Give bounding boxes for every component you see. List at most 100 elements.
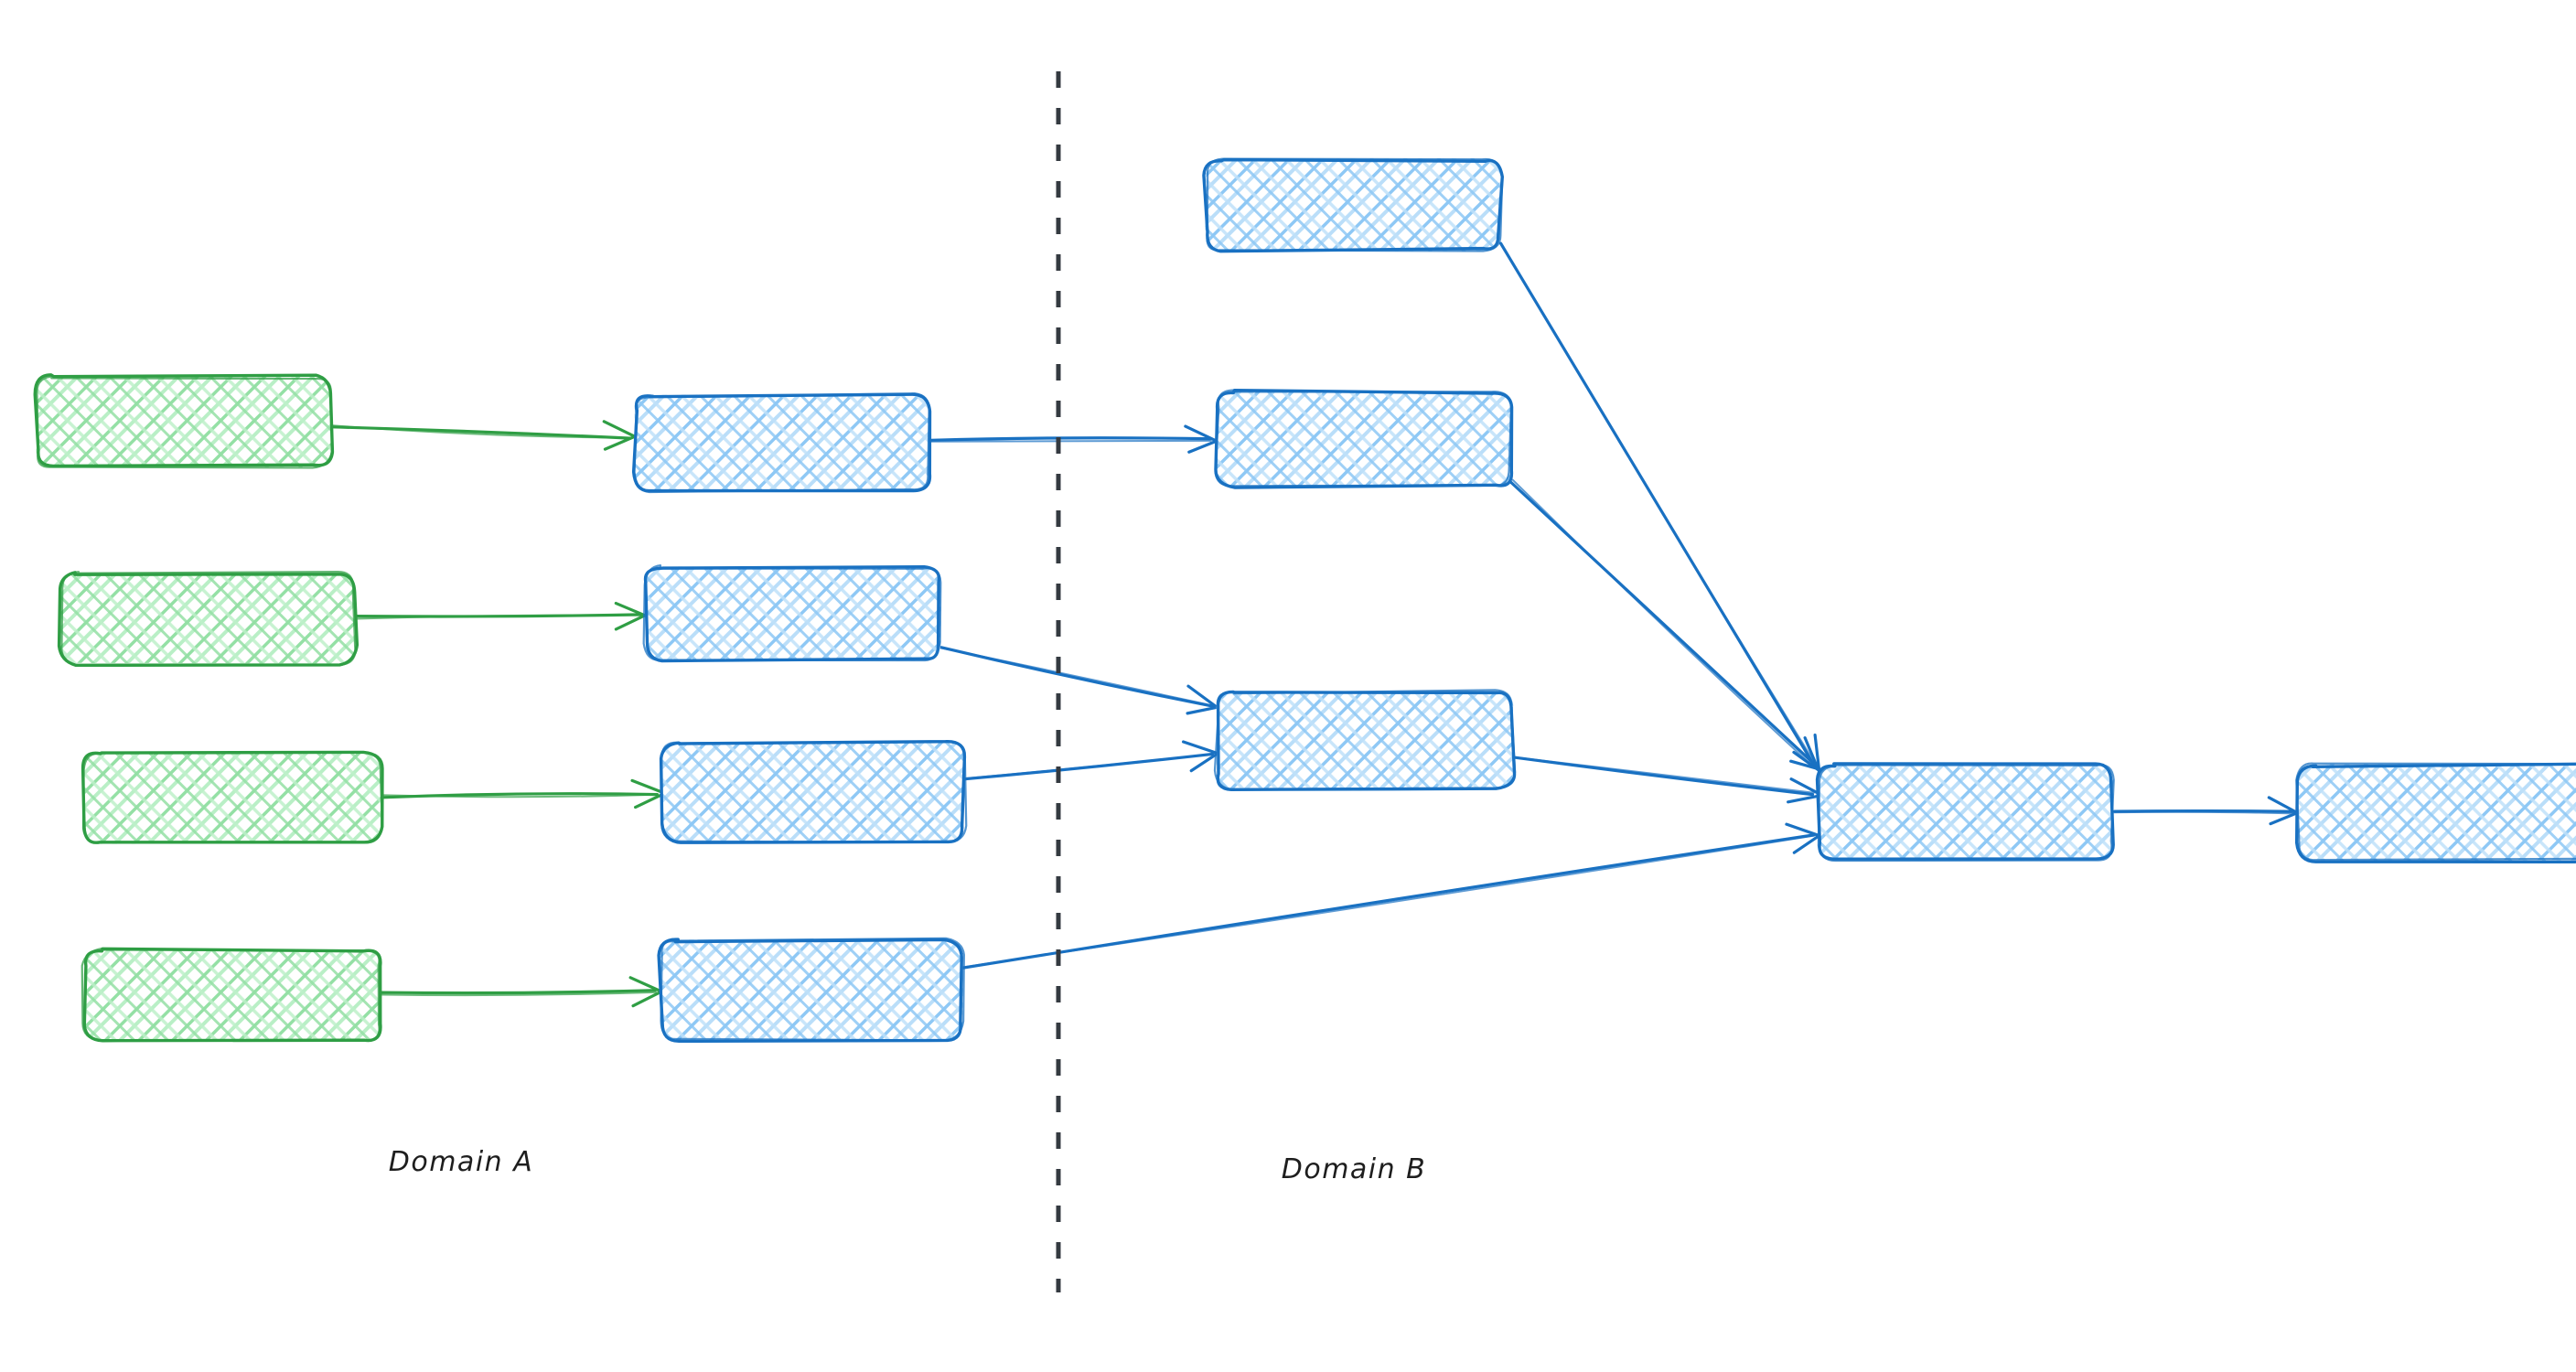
domain-labels-layer: Domain A Domain B <box>389 1146 1427 1185</box>
node-fill-hatch-b <box>36 376 332 467</box>
edge-shaft <box>1500 243 1817 766</box>
node-b-node-3[interactable] <box>1213 689 1517 791</box>
edge-e1 <box>330 420 638 451</box>
node-outline <box>660 937 965 1042</box>
node-b-node-1[interactable] <box>1202 157 1504 253</box>
node-fill-hatch-b <box>1216 691 1514 788</box>
edge-arrowhead <box>1186 684 1219 710</box>
edge-shaft <box>1508 479 1818 767</box>
edge-shaft <box>1511 756 1815 794</box>
node-outline <box>1214 389 1513 488</box>
node-outline <box>1817 764 2115 863</box>
node-outline <box>660 741 968 843</box>
node-fill-hatch-b <box>2297 764 2576 861</box>
edge-shaft <box>961 753 1212 780</box>
domain-b-label: Domain B <box>1282 1153 1427 1185</box>
edge-arrowhead <box>1785 822 1819 837</box>
node-outline <box>657 938 963 1044</box>
edge-arrowhead <box>1189 751 1220 773</box>
node-fill-hatch-b <box>1217 391 1511 488</box>
edge-arrowhead <box>628 976 661 992</box>
node-outline <box>2294 762 2576 863</box>
edge-arrowhead <box>631 990 662 1008</box>
node-fill-hatch-b <box>660 939 963 1040</box>
edge-arrowhead <box>2269 810 2300 826</box>
node-fill-hatch-b <box>59 573 356 664</box>
edge-arrowhead <box>2267 796 2300 815</box>
node-a-src-4[interactable] <box>80 947 382 1043</box>
edge-shaft <box>928 436 1212 442</box>
edge-e3 <box>378 778 666 809</box>
edge-arrowhead <box>602 420 638 439</box>
edge-arrowhead <box>1789 777 1821 796</box>
edge-shaft <box>2110 810 2294 815</box>
edge-shaft <box>961 834 1816 969</box>
edge-shaft <box>939 647 1213 707</box>
edge-e2 <box>354 601 649 631</box>
edge-shaft <box>928 439 1212 443</box>
node-fill-hatch-b <box>634 394 930 491</box>
edge-shaft <box>380 989 657 995</box>
node-fill-hatch-b <box>1818 764 2114 861</box>
edge-e4 <box>380 976 662 1008</box>
edge-e8 <box>959 822 1820 970</box>
edge-arrowhead <box>1186 705 1218 715</box>
node-outline <box>81 751 384 844</box>
node-outline <box>642 564 942 662</box>
node-a-src-1[interactable] <box>33 373 335 469</box>
node-outline <box>36 375 334 469</box>
node-a-proc-1[interactable] <box>631 391 932 494</box>
edge-arrowhead <box>1792 834 1820 854</box>
node-a-proc-4[interactable] <box>657 937 965 1044</box>
node-outline <box>633 391 930 494</box>
node-fill-hatch-b <box>83 751 381 844</box>
node-outline <box>1206 157 1504 252</box>
node-a-proc-3[interactable] <box>659 740 968 844</box>
edge-e5 <box>928 424 1219 454</box>
edge-e6 <box>939 646 1219 715</box>
node-outline <box>60 571 357 667</box>
node-fill-hatch-b <box>1205 158 1501 252</box>
edge-arrowhead <box>1813 733 1821 773</box>
node-fill-hatch-b <box>645 566 940 661</box>
edge-arrowhead <box>603 434 638 451</box>
edge-arrowhead <box>1787 794 1821 804</box>
node-b-merge[interactable] <box>1815 762 2115 863</box>
node-a-src-3[interactable] <box>80 750 384 844</box>
node-outline <box>1815 762 2115 861</box>
nodes-layer <box>33 157 2576 1044</box>
node-outline <box>80 947 381 1042</box>
node-outline <box>1213 689 1517 791</box>
edge-shaft <box>380 793 659 799</box>
edge-arrowhead <box>614 601 649 618</box>
edge-arrowhead <box>1187 439 1219 454</box>
domain-a-label: Domain A <box>389 1146 533 1178</box>
node-fill-hatch-b <box>83 949 381 1041</box>
node-b-node-2[interactable] <box>1214 388 1514 489</box>
edge-shaft <box>355 614 642 620</box>
node-a-src-2[interactable] <box>57 571 360 668</box>
edge-shaft <box>1511 478 1816 769</box>
edge-arrowhead <box>1181 740 1218 755</box>
node-outline <box>33 373 335 468</box>
node-outline <box>2295 762 2576 862</box>
edge-shaft <box>381 991 658 997</box>
edges-layer <box>330 241 2300 1008</box>
edge-e12 <box>2110 796 2300 826</box>
edge-e7 <box>961 740 1220 781</box>
edge-e11 <box>1511 756 1821 804</box>
node-b-sink[interactable] <box>2294 762 2576 863</box>
edge-shaft <box>2113 809 2295 813</box>
edge-e9 <box>1498 241 1821 773</box>
edge-arrowhead <box>1803 736 1820 773</box>
edge-arrowhead <box>630 778 664 794</box>
edge-arrowhead <box>614 614 647 631</box>
edge-e10 <box>1508 478 1821 773</box>
node-a-proc-2[interactable] <box>642 564 942 663</box>
node-fill-hatch-b <box>661 742 965 842</box>
edge-shaft <box>330 424 630 439</box>
edge-arrowhead <box>634 792 666 809</box>
edge-arrowhead <box>1789 759 1821 771</box>
